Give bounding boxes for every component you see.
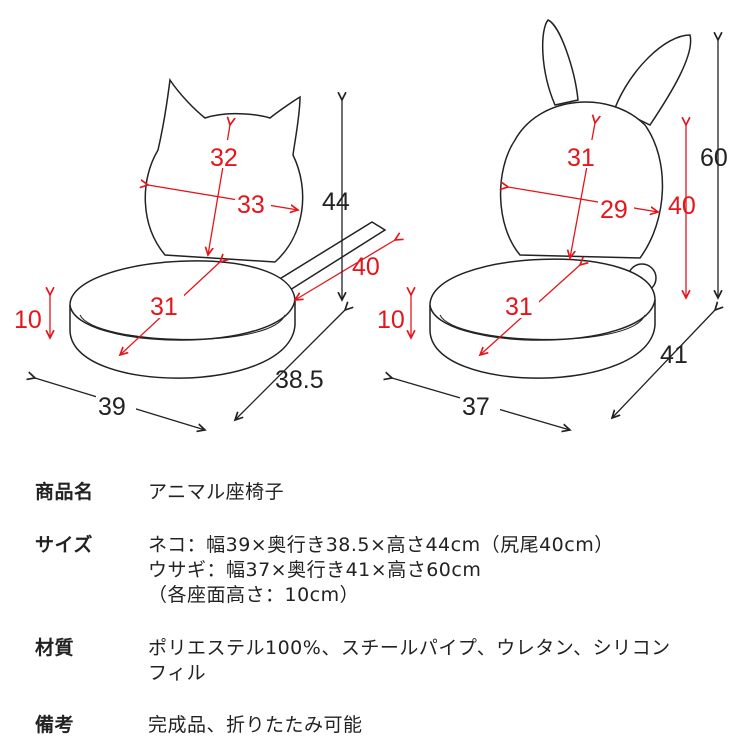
cat-head-height-label: 32 <box>210 144 238 172</box>
dimension-diagram: 32 33 31 40 10 44 39 38.5 31 29 31 40 10… <box>14 19 728 460</box>
spec-label: 備考 <box>35 714 75 736</box>
cat-tail-label: 40 <box>352 253 380 281</box>
spec-label: サイズ <box>35 534 93 556</box>
rabbit-width-label: 37 <box>462 393 490 421</box>
cat-seat <box>69 260 296 379</box>
spec-value: ウサギ：幅37×奥行き41×高さ60cm <box>148 559 482 581</box>
spec-value: ポリエステル100%、スチールパイプ、ウレタン、シリコン <box>148 637 671 659</box>
cat-chair-drawing <box>69 77 387 379</box>
spec-value: （各座面高さ：10cm） <box>148 584 360 606</box>
cat-height-label: 44 <box>322 188 350 216</box>
cat-seat-height-label: 10 <box>14 306 42 334</box>
rabbit-seat-depth-label: 31 <box>505 293 533 321</box>
rabbit-seat-height-label: 10 <box>377 306 405 334</box>
cat-seat-depth-label: 31 <box>150 293 178 321</box>
rabbit-depth-label: 41 <box>660 341 688 369</box>
rabbit-head <box>499 101 664 259</box>
rabbit-left-ear <box>541 19 579 106</box>
cat-head-width-label: 33 <box>237 191 265 219</box>
rabbit-head-width-label: 29 <box>600 196 628 224</box>
rabbit-right-ear <box>614 34 692 126</box>
cat-width-label: 39 <box>98 393 126 421</box>
spec-value: ネコ：幅39×奥行き38.5×高さ44cm（尻尾40cm） <box>148 534 614 556</box>
spec-label: 材質 <box>35 637 75 659</box>
spec-label: 商品名 <box>35 481 94 503</box>
rabbit-height-label: 60 <box>700 144 728 172</box>
rabbit-head-height-label: 31 <box>567 144 595 172</box>
rabbit-chair-drawing <box>429 19 692 379</box>
cat-depth-label: 38.5 <box>275 366 324 394</box>
spec-value: 完成品、折りたたみ可能 <box>148 714 363 736</box>
spec-value: フィル <box>148 662 207 684</box>
rabbit-seat <box>429 258 656 379</box>
rabbit-back-height-label: 40 <box>668 192 696 220</box>
spec-value: アニマル座椅子 <box>148 481 285 503</box>
